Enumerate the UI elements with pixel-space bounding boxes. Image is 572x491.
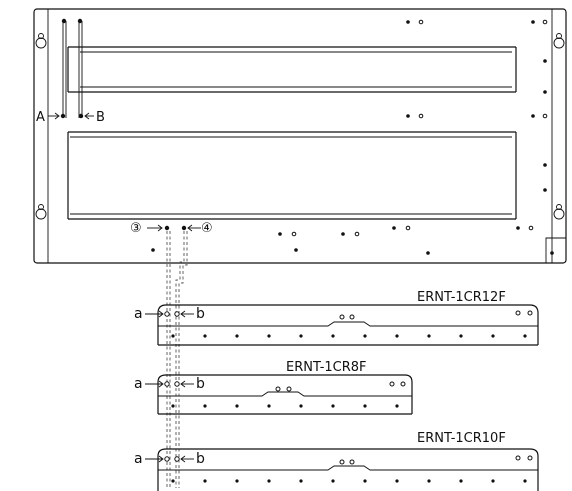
marker-B: B (78, 110, 105, 125)
label-b-1: b (196, 306, 205, 322)
label-a-3: a (134, 451, 143, 467)
label-b-3: b (196, 451, 205, 467)
marker-3: ③ (130, 221, 170, 236)
label-b-2: b (196, 376, 205, 392)
base-plate: A B ③ ④ (33, 8, 567, 264)
alignment-guides (166, 231, 188, 488)
plate-ernt-1cr8f: ERNT-1CR8F a b (134, 360, 413, 415)
keyhole-slot-top-right (553, 33, 565, 49)
label-a-1: a (134, 306, 143, 322)
model-label-2: ERNT-1CR8F (286, 360, 367, 375)
keyhole-slot-bottom-left (35, 204, 47, 220)
label-circle-3: ③ (130, 221, 142, 236)
label-circle-4: ④ (201, 221, 213, 236)
keyhole-slot-bottom-right (553, 204, 565, 220)
label-a-2: a (134, 376, 143, 392)
plate-ernt-1cr12f: ERNT-1CR12F a b (134, 290, 539, 346)
upper-channel (67, 46, 517, 93)
plate-ernt-1cr10f: ERNT-1CR10F a b (134, 431, 539, 491)
lower-channel (67, 131, 517, 220)
keyhole-slot-top-left (35, 33, 47, 49)
model-label-1: ERNT-1CR12F (417, 290, 506, 305)
model-label-3: ERNT-1CR10F (417, 431, 506, 446)
marker-A: A (36, 110, 66, 125)
plate-holes (151, 19, 554, 255)
marker-4: ④ (181, 221, 213, 236)
label-A: A (36, 110, 45, 125)
label-B: B (96, 110, 105, 125)
